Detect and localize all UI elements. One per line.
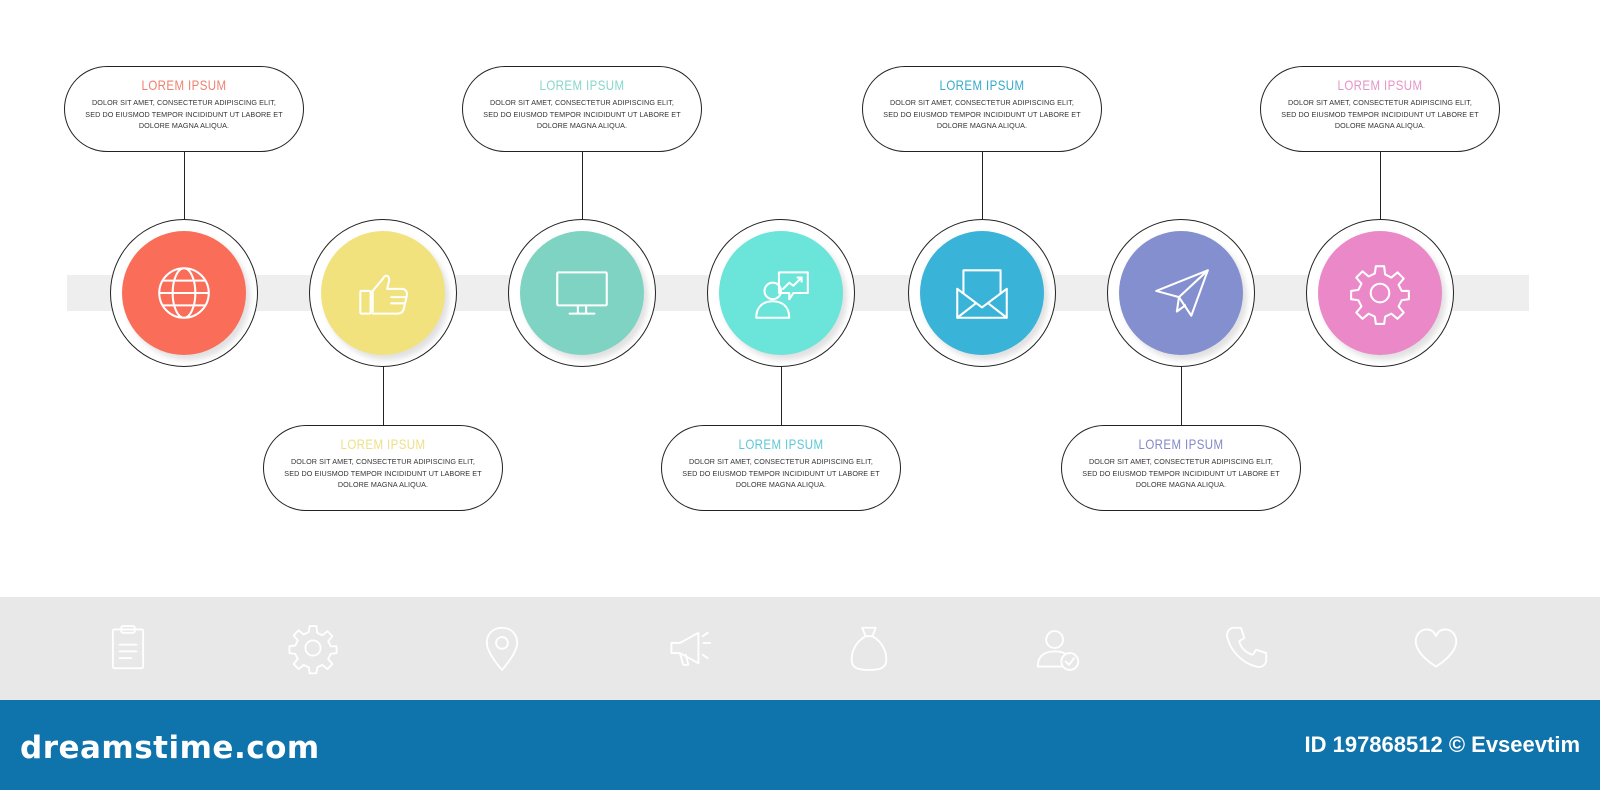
- step-title: LOREM IPSUM: [1138, 436, 1224, 452]
- step-connector-line: [582, 152, 583, 219]
- phone-icon: [1219, 621, 1273, 675]
- step-circle: [707, 219, 855, 367]
- step-connector-line: [1181, 367, 1182, 425]
- step-circle-fill: [321, 231, 445, 355]
- step-description: DOLOR SIT AMET, CONSECTETUR ADIPISCING E…: [1082, 457, 1280, 489]
- clipboard-icon: [101, 621, 155, 675]
- step-circle-fill: [1318, 231, 1442, 355]
- step-connector-line: [1380, 152, 1381, 219]
- step-connector-line: [982, 152, 983, 219]
- step-circle: [110, 219, 258, 367]
- step-circle-fill: [122, 231, 246, 355]
- gear-icon: [286, 621, 340, 675]
- user-check-icon: [1031, 621, 1085, 675]
- step-title: LOREM IPSUM: [539, 77, 625, 93]
- timeline-diagram: LOREM IPSUM DOLOR SIT AMET, CONSECTETUR A…: [64, 66, 1529, 511]
- step-description: DOLOR SIT AMET, CONSECTETUR ADIPISCING E…: [85, 98, 283, 130]
- megaphone-icon: [663, 621, 717, 675]
- photo-id-credit: ID 197868512 © Evseevtim: [1304, 732, 1580, 757]
- step-description: DOLOR SIT AMET, CONSECTETUR ADIPISCING E…: [682, 457, 880, 489]
- step-label-pill: LOREM IPSUM DOLOR SIT AMET, CONSECTETUR A…: [64, 66, 304, 152]
- step-label-pill: LOREM IPSUM DOLOR SIT AMET, CONSECTETUR A…: [1061, 425, 1301, 511]
- step-description: DOLOR SIT AMET, CONSECTETUR ADIPISCING E…: [483, 98, 681, 130]
- envelope-icon: [949, 260, 1015, 326]
- heart-icon: [1409, 621, 1463, 675]
- step-title: LOREM IPSUM: [939, 77, 1025, 93]
- thumbs-up-icon: [350, 260, 416, 326]
- step-title: LOREM IPSUM: [340, 436, 426, 452]
- footer-bar: dreamstime.com ID 197868512 © Evseevtim: [0, 700, 1600, 790]
- step-label-pill: LOREM IPSUM DOLOR SIT AMET, CONSECTETUR A…: [462, 66, 702, 152]
- monitor-icon: [549, 260, 615, 326]
- step-connector-line: [383, 367, 384, 425]
- step-description: DOLOR SIT AMET, CONSECTETUR ADIPISCING E…: [883, 98, 1081, 130]
- step-circle-fill: [520, 231, 644, 355]
- icon-strip: [0, 597, 1600, 700]
- step-circle: [1306, 219, 1454, 367]
- user-growth-icon: [748, 260, 814, 326]
- step-circle: [508, 219, 656, 367]
- gear-icon: [1347, 260, 1413, 326]
- step-title: LOREM IPSUM: [738, 436, 824, 452]
- step-circle-fill: [1119, 231, 1243, 355]
- paper-plane-icon: [1148, 260, 1214, 326]
- step-label-pill: LOREM IPSUM DOLOR SIT AMET, CONSECTETUR A…: [263, 425, 503, 511]
- step-circle: [1107, 219, 1255, 367]
- step-label-pill: LOREM IPSUM DOLOR SIT AMET, CONSECTETUR A…: [1260, 66, 1500, 152]
- step-circle-fill: [719, 231, 843, 355]
- step-circle: [309, 219, 457, 367]
- step-description: DOLOR SIT AMET, CONSECTETUR ADIPISCING E…: [1281, 98, 1479, 130]
- step-title: LOREM IPSUM: [141, 77, 227, 93]
- step-title: LOREM IPSUM: [1337, 77, 1423, 93]
- step-description: DOLOR SIT AMET, CONSECTETUR ADIPISCING E…: [284, 457, 482, 489]
- step-label-pill: LOREM IPSUM DOLOR SIT AMET, CONSECTETUR A…: [661, 425, 901, 511]
- step-connector-line: [184, 152, 185, 219]
- step-label-pill: LOREM IPSUM DOLOR SIT AMET, CONSECTETUR A…: [862, 66, 1102, 152]
- step-connector-line: [781, 367, 782, 425]
- step-circle-fill: [920, 231, 1044, 355]
- globe-icon: [151, 260, 217, 326]
- money-bag-icon: [842, 621, 896, 675]
- location-pin-icon: [475, 621, 529, 675]
- brand-logo-text: dreamstime.com: [20, 730, 320, 766]
- step-circle: [908, 219, 1056, 367]
